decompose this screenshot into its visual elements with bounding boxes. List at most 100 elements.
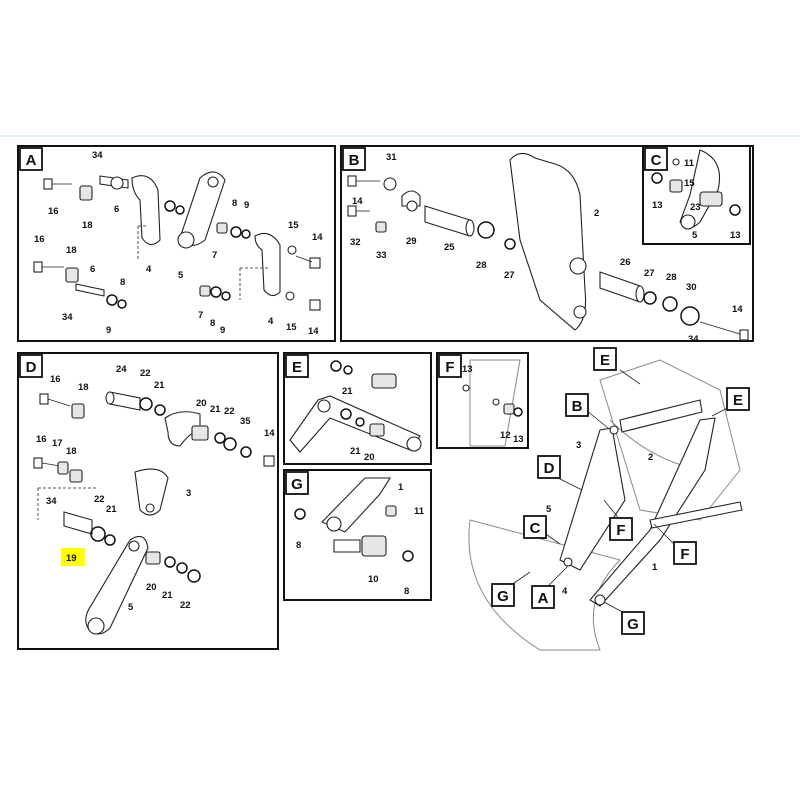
callout: 15 [684,178,695,189]
callout: 5 [128,602,134,613]
panel-b-parts [347,152,749,341]
overview-letter: A [538,590,549,607]
callout: 26 [620,257,631,268]
callout: 34 [62,312,73,323]
callout: 20 [196,398,207,409]
panel-c: C 11 15 23 13 5 13 [642,145,751,245]
callout: 18 [66,245,77,256]
callout: 22 [94,494,105,505]
panel-e-label-box [285,354,309,378]
callout: 1 [652,562,658,573]
callout: 8 [296,540,301,551]
callout: 1 [398,482,404,493]
overview-letter: B [572,398,583,415]
panel-b: B 31 14 32 [340,145,754,345]
panel-c-parts [651,149,741,230]
panel-d-parts [33,391,275,635]
callout: 14 [308,326,319,337]
callout: 14 [264,428,275,439]
callout: 9 [244,200,249,211]
callout: 18 [66,446,77,457]
callout: 8 [404,586,409,597]
machine-overview: E E B 3 2 D 5 C F F 1 G A 4 G [468,347,750,651]
overview-letter: C [530,520,541,537]
panel-e-callouts: 21 21 20 [342,386,375,463]
callout: 13 [652,200,663,211]
callout: 16 [50,374,61,385]
callout: 13 [730,230,741,241]
callout: 5 [178,270,184,281]
callout: 8 [120,277,125,288]
panel-g-callouts: 1 11 8 10 8 [296,482,425,597]
callout: 21 [342,386,353,397]
callout: 32 [350,237,361,248]
callout: 21 [350,446,361,457]
callout-19: 19 [66,553,77,564]
panel-g: G 1 11 8 10 8 [283,469,432,601]
panel-d-callouts: 16 18 24 22 21 20 21 22 35 14 16 17 18 3… [36,364,275,613]
callout: 14 [312,232,323,243]
callout: 7 [198,310,203,321]
callout: 9 [220,325,225,336]
panel-e: E 21 21 20 [283,352,432,465]
panel-g-frame [283,469,432,601]
panel-b-callouts: 31 14 32 33 29 25 28 27 2 26 27 28 30 14… [350,152,743,345]
panel-a: A [17,145,336,342]
callout: 11 [684,158,695,169]
callout: 13 [462,364,473,375]
overview-letter: F [616,522,625,539]
callout: 4 [562,586,568,597]
callout: 4 [268,316,274,327]
callout: 21 [106,504,117,515]
callout: 8 [232,198,237,209]
callout: 16 [34,234,45,245]
panel-e-label: E [292,359,302,376]
overview-letter: G [627,616,639,633]
callout: 29 [406,236,417,247]
panel-f-label: F [445,359,454,376]
callout: 10 [368,574,379,585]
callout: 6 [90,264,95,275]
bolt-head [43,178,53,190]
callout: 15 [286,322,297,333]
panel-c-callouts: 11 15 23 13 5 13 [652,158,741,241]
overview-letter: E [600,352,610,369]
callout: 33 [376,250,387,261]
callout: 13 [513,434,524,445]
callout: 9 [106,325,111,336]
panel-f-callouts: 13 12 13 [462,364,524,445]
panel-c-frame [642,145,751,245]
callout: 34 [46,496,57,507]
panel-g-label-box [285,471,309,495]
panel-d-label-box [19,354,43,378]
panel-f-label-box [438,354,462,378]
frame-outline [599,359,741,521]
callout: 23 [690,202,701,213]
bucket-outline [468,519,621,651]
callout: 3 [186,488,191,499]
callout: 28 [476,260,487,271]
panel-a-label: A [26,152,37,169]
callout: 22 [224,406,235,417]
panel-e-parts [289,360,422,453]
callout: 16 [48,206,59,217]
callout: 15 [288,220,299,231]
callout: 21 [162,590,173,601]
callout: 22 [140,368,151,379]
panel-a-callouts: 34 16 18 6 4 5 7 8 9 15 14 16 18 6 8 34 … [34,150,323,337]
bracket-3 [134,468,169,516]
link-arm [131,175,161,246]
panel-d-label: D [26,359,37,376]
pin-19 [63,511,93,535]
callout: 18 [78,382,89,393]
callout: 34 [688,334,699,345]
panel-a-frame [17,145,336,342]
callout: 35 [240,416,251,427]
callout: 14 [732,304,743,315]
callout: 2 [594,208,599,219]
callout: 16 [36,434,47,445]
overview-letter: E [733,392,743,409]
callout: 8 [210,318,215,329]
callout: 20 [146,582,157,593]
callout: 27 [644,268,655,279]
